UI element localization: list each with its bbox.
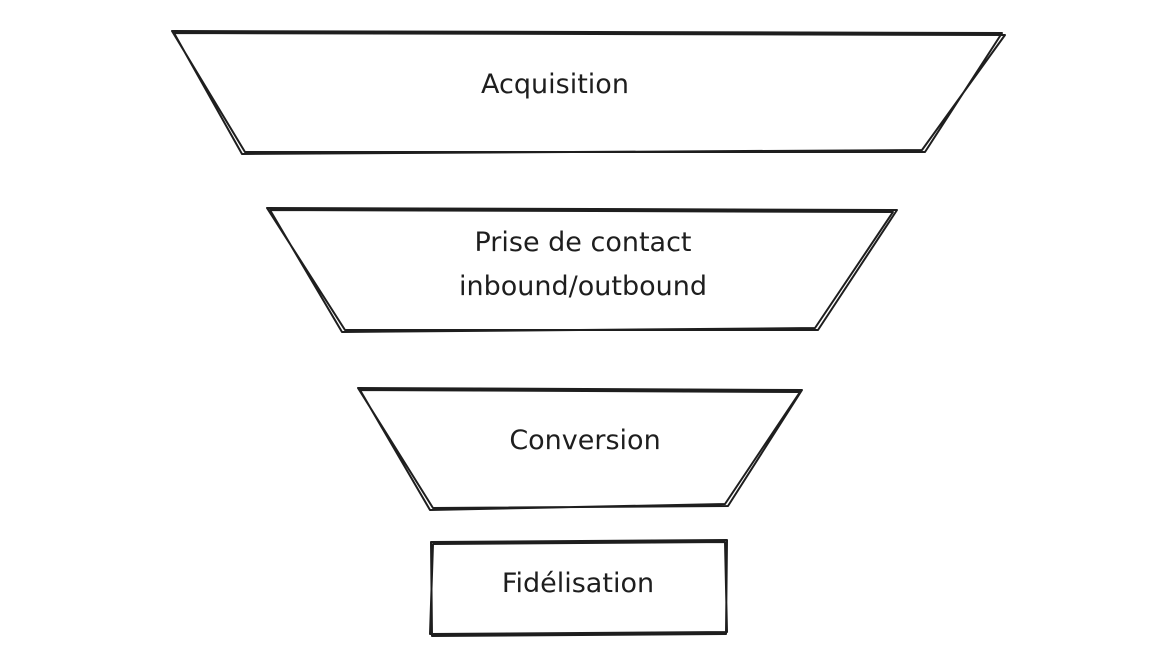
- stage-conversion-shape: [357, 387, 803, 511]
- stage-acquisition-label: Acquisition: [481, 69, 629, 100]
- stage-contact-shape: [266, 207, 898, 333]
- stage-fidelisation-shape: [429, 539, 728, 637]
- stage-contact-label-line2: inbound/outbound: [459, 271, 707, 302]
- stage-conversion-label: Conversion: [509, 425, 661, 456]
- stage-acquisition-shape: [171, 30, 1006, 155]
- stage-contact-label: Prise de contact: [474, 227, 692, 258]
- stage-fidelisation-label: Fidélisation: [501, 568, 655, 599]
